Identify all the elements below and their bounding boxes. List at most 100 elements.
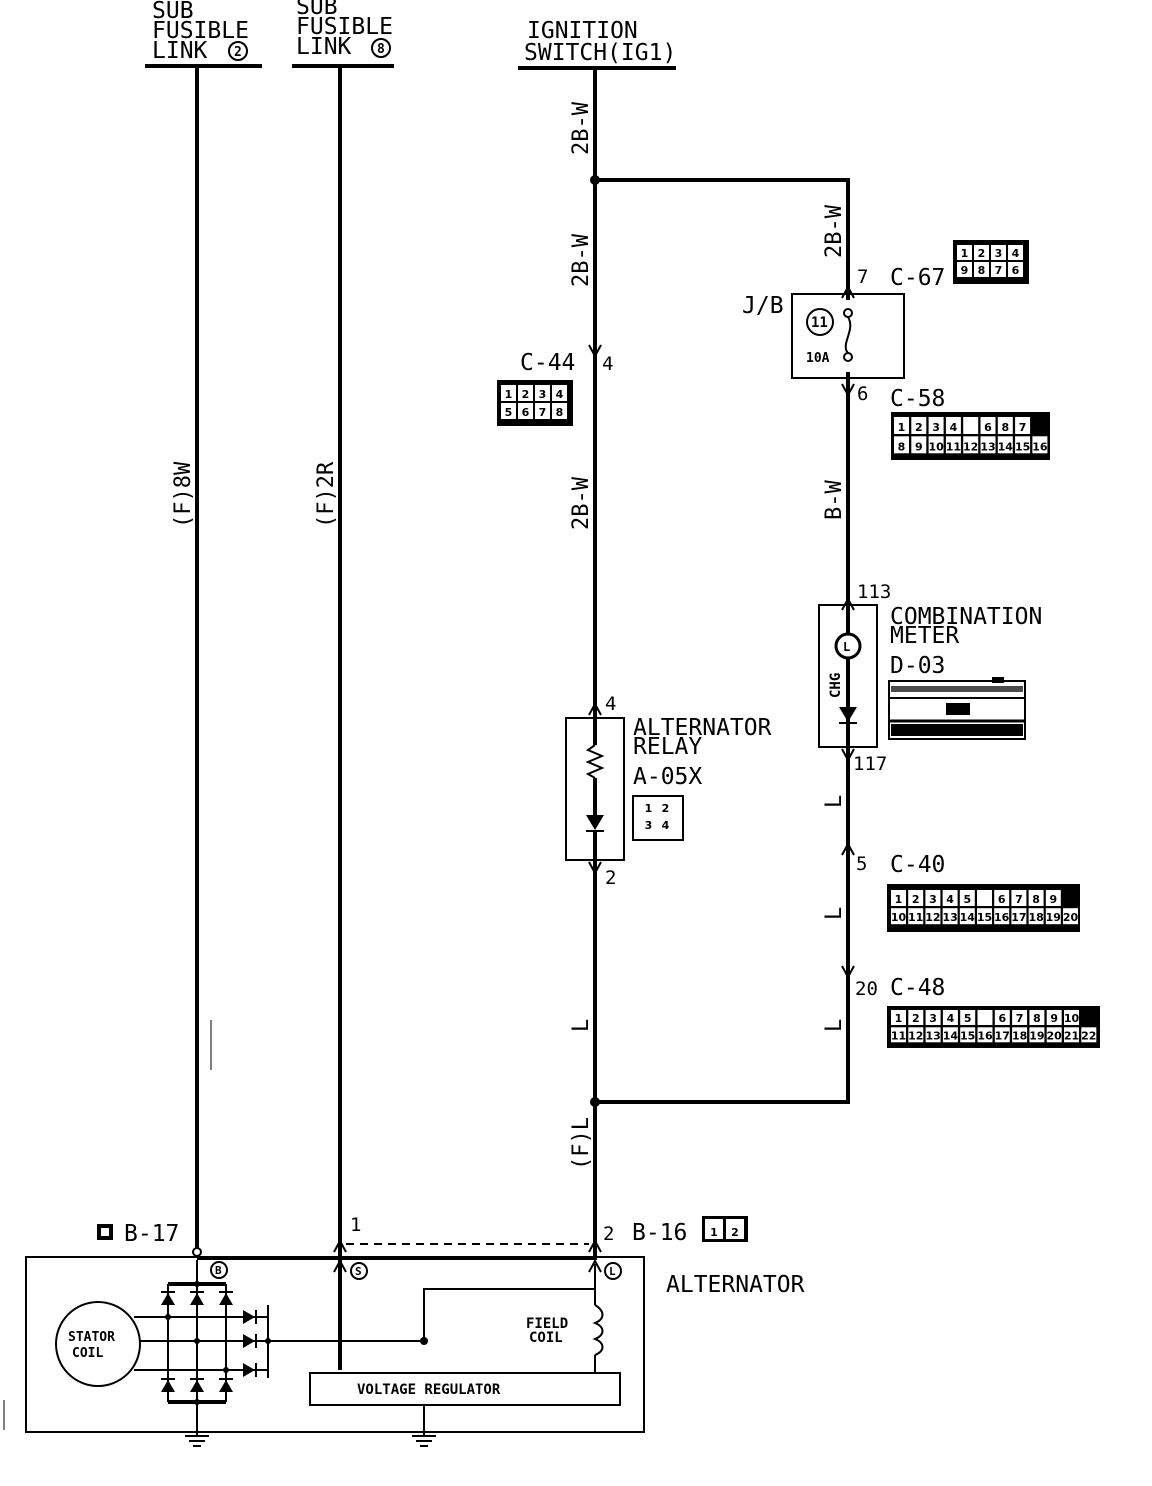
connector-cell-label: 2 xyxy=(912,893,920,906)
diode-icon xyxy=(243,1310,255,1324)
connector-cell-label: 1 xyxy=(961,247,969,260)
connector-cell-label: 7 xyxy=(995,264,1003,277)
connector-cell xyxy=(1015,417,1031,434)
source-ignition-switch: IGNITION SWITCH(IG1) xyxy=(518,18,676,70)
connector-cell xyxy=(925,1010,941,1025)
connector-cell xyxy=(1064,1027,1079,1043)
connector-cell xyxy=(1029,1010,1045,1025)
connector-cell-label: 3 xyxy=(995,247,1003,260)
connector-name: C-40 xyxy=(890,852,945,878)
diode-icon xyxy=(161,1380,175,1392)
pin-arrow-icon xyxy=(588,1258,602,1273)
connector-cell-label: 2 xyxy=(662,802,670,815)
alternator: ALTERNATOR B S L STATOR COIL xyxy=(25,1256,805,1447)
connector-cell xyxy=(991,262,1006,277)
relay-code: A-05X xyxy=(633,764,702,790)
junction-dot xyxy=(420,1337,428,1345)
wire-label: L xyxy=(822,907,847,920)
connector-cell xyxy=(963,436,979,454)
connector-cell xyxy=(908,890,924,906)
connector-cell xyxy=(974,245,989,260)
connector-cell-label: 21 xyxy=(1064,1029,1079,1042)
wire-label: 2B-W xyxy=(569,476,594,530)
connector-cell xyxy=(911,417,927,434)
pin-arrow-icon xyxy=(841,596,855,611)
connector-cell-label: 17 xyxy=(1011,911,1026,924)
pin-number: 5 xyxy=(856,853,867,875)
connector-cell-label: 2 xyxy=(978,247,986,260)
connector-cell-label: 6 xyxy=(998,1012,1006,1025)
pin-number-in: 4 xyxy=(605,693,616,715)
connector-cell-label: 22 xyxy=(1081,1029,1096,1042)
connector-cell-label: 7 xyxy=(539,406,547,419)
connector-cell-label: 5 xyxy=(963,893,971,906)
connector-cell-label: 13 xyxy=(980,440,995,453)
charge-lamp-icon xyxy=(834,632,862,660)
connector-cell-label: 1 xyxy=(645,802,653,815)
connector-cell xyxy=(1045,890,1061,906)
wire-label: L xyxy=(822,795,847,808)
connector-cell xyxy=(501,403,516,419)
connector-cell-label: 3 xyxy=(645,819,653,832)
connector-cell xyxy=(942,908,958,925)
connector-cell xyxy=(501,385,516,401)
connector-cell xyxy=(1008,262,1023,277)
terminal-l-circle xyxy=(604,1262,622,1280)
connector-cell xyxy=(641,817,656,832)
pin-arrow-icon xyxy=(333,1238,347,1253)
connector-cell-label: 2 xyxy=(912,1012,920,1025)
connector-cell-label: 20 xyxy=(1063,911,1079,924)
connector-cell-label: 7 xyxy=(1016,1012,1024,1025)
connector-cell xyxy=(908,1010,924,1025)
stator-label-line2: COIL xyxy=(72,1346,103,1361)
connector-cell-label: 9 xyxy=(1049,893,1057,906)
connector-cell xyxy=(1064,1010,1079,1025)
connector-cell xyxy=(980,417,996,434)
connector-cell xyxy=(994,908,1010,925)
connector-cell xyxy=(963,417,979,434)
connector-cell-label: 9 xyxy=(961,264,969,277)
connector-cell-label: 3 xyxy=(929,1012,937,1025)
diode-icon xyxy=(190,1380,204,1392)
field-label-line1: FIELD xyxy=(526,1316,568,1332)
fuse-number-circle xyxy=(806,308,834,336)
wire-label: L xyxy=(822,1019,847,1032)
source-label-line1: SUB xyxy=(152,0,194,24)
connector-cell xyxy=(1029,1027,1045,1043)
connector-cell-label: 1 xyxy=(898,421,906,434)
connector-cell xyxy=(658,800,673,815)
connector-cell xyxy=(1063,908,1078,925)
connector-cell-label: 7 xyxy=(1019,421,1027,434)
connector-cell-label: 1 xyxy=(895,893,903,906)
connector-cell xyxy=(994,1010,1010,1025)
connector-cell xyxy=(957,245,972,260)
pin-arrow-icon xyxy=(841,965,855,980)
connector-cell xyxy=(535,385,550,401)
connector-cell-label: 10 xyxy=(928,440,944,453)
connector-cell-label: 18 xyxy=(1012,1029,1027,1042)
pin-number: 4 xyxy=(602,353,613,375)
connector-cell-label: 1 xyxy=(710,1226,718,1239)
connector-cell-label: 1 xyxy=(895,1012,903,1025)
connector-cell xyxy=(928,436,944,454)
connector-cell xyxy=(518,385,533,401)
source-label-line1: SUB xyxy=(296,0,338,20)
meter-title-line1: COMBINATION xyxy=(890,604,1042,630)
connector-cell-label: 14 xyxy=(960,911,976,924)
wire-label: (F)8W xyxy=(171,461,196,528)
diode-icon xyxy=(243,1363,255,1377)
connector-cell xyxy=(894,436,909,454)
connector-cell xyxy=(977,1027,993,1043)
source-label-line3: LINK xyxy=(296,34,352,60)
connector-cell xyxy=(1045,908,1061,925)
connector-name: C-58 xyxy=(890,386,945,412)
connector-cell-label: 20 xyxy=(1047,1029,1063,1042)
connector-cell xyxy=(1011,908,1027,925)
link-number-circle xyxy=(228,41,248,61)
connector-cell-label: 11 xyxy=(946,440,961,453)
